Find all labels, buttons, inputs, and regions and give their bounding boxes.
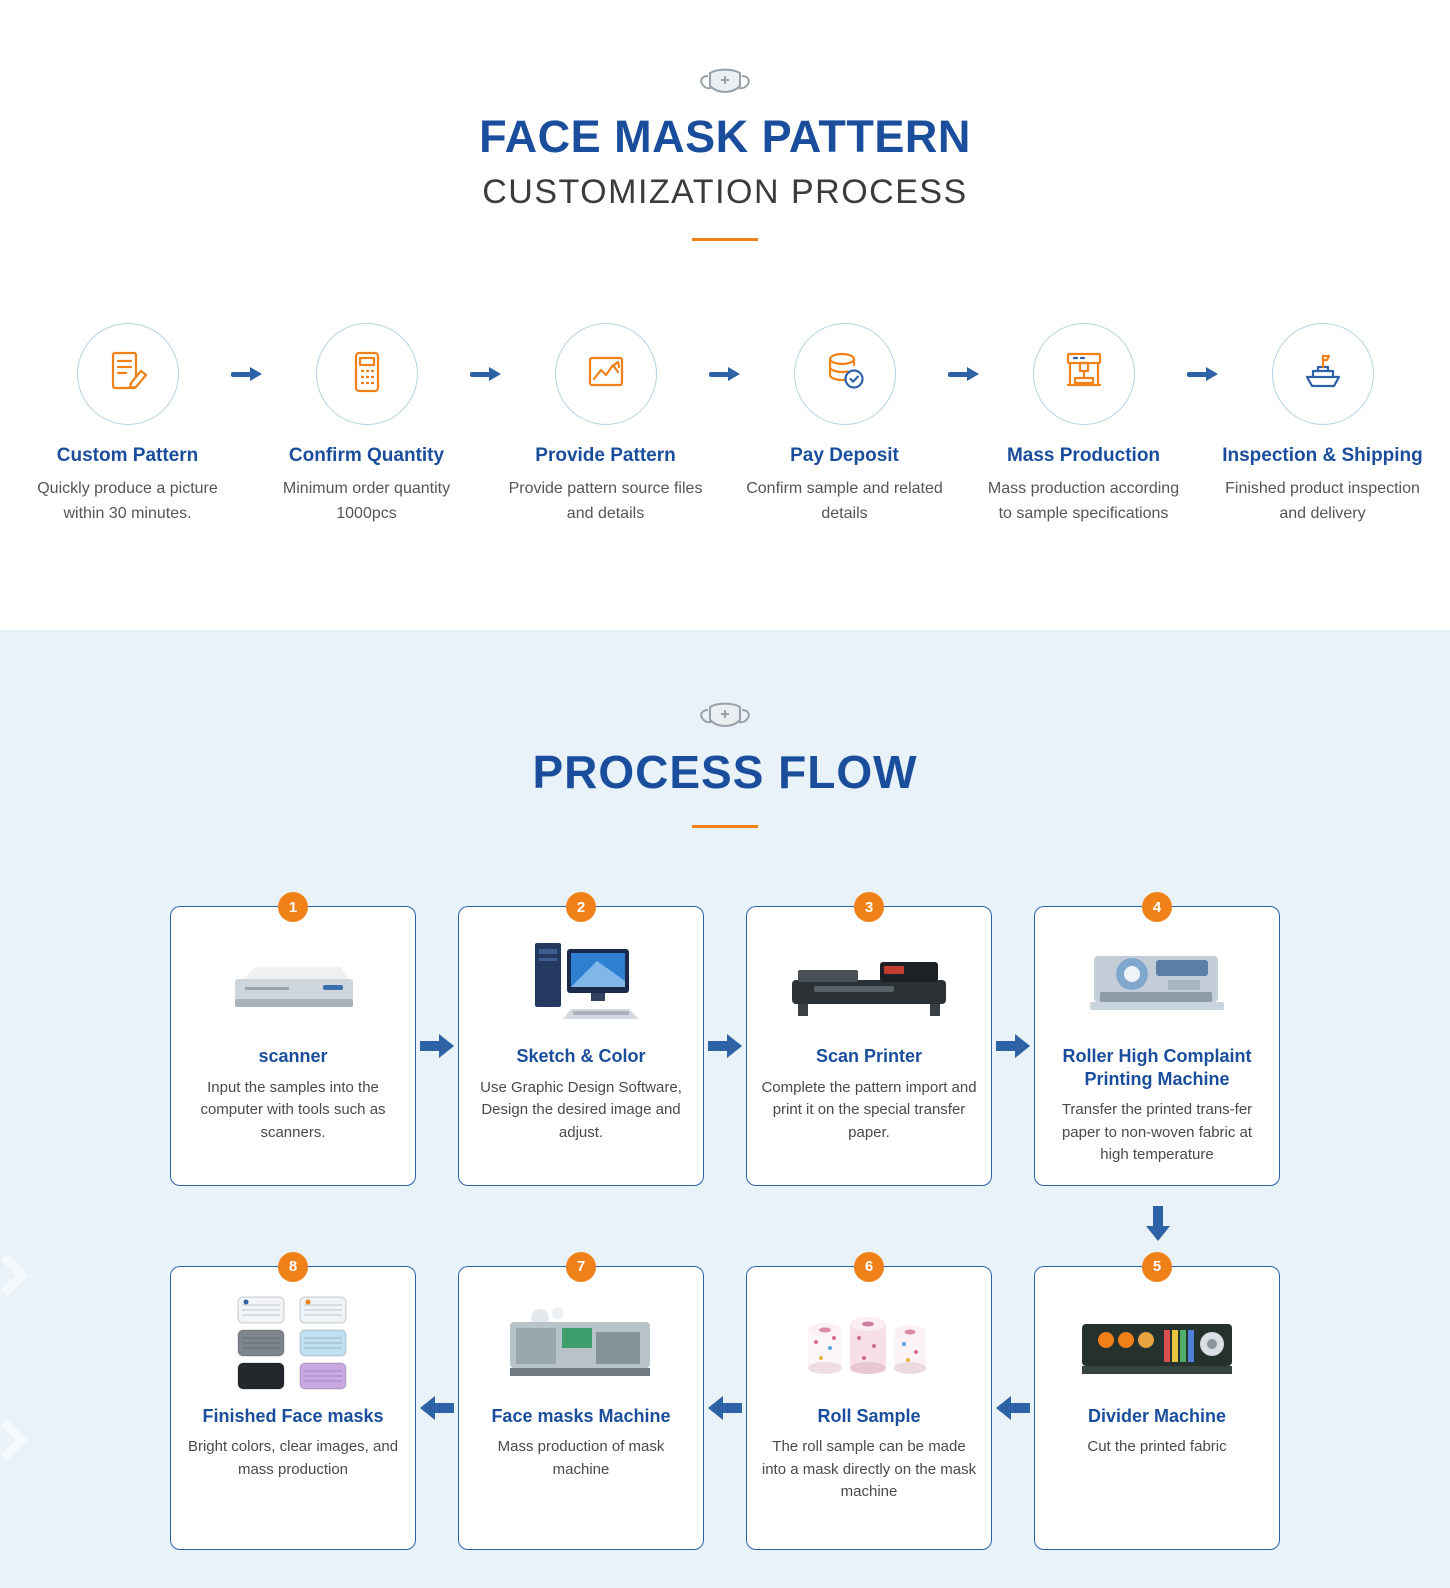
card-title: Sketch & Color xyxy=(516,1046,646,1066)
face-mask-logo-icon xyxy=(698,698,752,739)
arrow-right-icon xyxy=(231,367,263,381)
step-desc: Quickly produce a picture within 30 minu… xyxy=(37,480,218,522)
flow-row-2: 8 xyxy=(170,1251,1280,1550)
step-number-badge: 5 xyxy=(1142,1251,1172,1282)
step-circle xyxy=(76,323,179,425)
flow-card-scanner: 1 scanner Input the samples into the com… xyxy=(170,892,416,1186)
step-confirm-quantity: Confirm Quantity Minimum order quantity … xyxy=(264,323,469,527)
arrow-right-icon xyxy=(420,1033,454,1058)
step-desc: Confirm sample and related details xyxy=(746,480,943,522)
step-title: Custom Pattern xyxy=(56,445,199,466)
step-circle xyxy=(1271,323,1374,425)
card-title: Scan Printer xyxy=(815,1046,923,1066)
process-flow-section: PROCESS FLOW 1 scanner Input the samples… xyxy=(0,630,1450,1588)
process-flow-grid: 1 scanner Input the samples into the com… xyxy=(170,892,1280,1550)
step-desc: Mass production according to sample spec… xyxy=(987,480,1180,522)
step-title: Pay Deposit xyxy=(790,445,899,466)
flow-card-face-mask-machine: 7 Face masks Machine Mass production of … xyxy=(458,1251,704,1550)
page-title: FACE MASK PATTERN xyxy=(479,111,971,162)
step-circle xyxy=(793,323,896,425)
customization-process-section: FACE MASK PATTERN CUSTOMIZATION PROCESS … xyxy=(0,0,1450,630)
picture-icon xyxy=(582,348,630,401)
step-provide-pattern: Provide Pattern Provide pattern source f… xyxy=(503,323,708,527)
step-number-badge: 6 xyxy=(854,1251,884,1282)
step-custom-pattern: Custom Pattern Quickly produce a picture… xyxy=(25,323,230,527)
step-number-badge: 7 xyxy=(566,1251,596,1282)
calculator-icon xyxy=(343,348,391,401)
scan-printer-photo xyxy=(761,937,977,1033)
production-machine-icon xyxy=(1060,348,1108,401)
card-desc: The roll sample can be made into a mask … xyxy=(761,1438,977,1500)
step-pay-deposit: Pay Deposit Confirm sample and related d… xyxy=(742,323,947,527)
cargo-ship-icon xyxy=(1299,348,1347,401)
card-desc: Bright colors, clear images, and mass pr… xyxy=(187,1438,399,1478)
arrow-left-icon xyxy=(996,1396,1030,1420)
card-desc: Input the samples into the computer with… xyxy=(200,1078,386,1141)
step-title: Inspection & Shipping xyxy=(1222,445,1423,466)
card-desc: Use Graphic Design Software, Design the … xyxy=(480,1078,682,1141)
step-circle xyxy=(554,323,657,425)
title-divider xyxy=(692,238,758,241)
step-circle xyxy=(1032,323,1135,425)
card-desc: Transfer the printed trans-fer paper to … xyxy=(1061,1101,1253,1163)
card-desc: Mass production of mask machine xyxy=(497,1438,665,1478)
card-title: Roll Sample xyxy=(817,1405,921,1426)
step-title: Mass Production xyxy=(1006,445,1161,466)
flow-card-divider-machine: 5 Divider xyxy=(1034,1251,1280,1550)
card-desc: Cut the printed fabric xyxy=(1087,1438,1227,1455)
face-mask-logo-icon xyxy=(698,64,752,105)
card-desc: Complete the pattern import and print it… xyxy=(761,1078,977,1141)
coins-check-icon xyxy=(821,348,869,401)
step-title: Provide Pattern xyxy=(535,445,676,466)
row-connector xyxy=(170,1186,1280,1266)
arrow-right-icon xyxy=(996,1033,1030,1058)
arrow-down-icon xyxy=(1146,1205,1170,1242)
face-mask-machine-photo xyxy=(473,1297,689,1393)
decorative-chevron xyxy=(0,1418,29,1462)
arrow-right-icon xyxy=(948,367,980,381)
roll-sample-photo xyxy=(761,1297,977,1393)
steps-row: Custom Pattern Quickly produce a picture… xyxy=(0,323,1450,527)
document-pencil-icon xyxy=(104,348,152,401)
arrow-right-icon xyxy=(709,367,741,381)
flow-card-roller-printing: 4 Roller High Complaint Printing Machine… xyxy=(1034,892,1280,1186)
step-mass-production: Mass Production Mass production accordin… xyxy=(981,323,1186,527)
page-subtitle: CUSTOMIZATION PROCESS xyxy=(482,173,968,211)
step-number-badge: 4 xyxy=(1142,892,1172,922)
step-number-badge: 8 xyxy=(278,1251,308,1282)
flow-card-sketch-color: 2 Sketch & Color Use Graphi xyxy=(458,892,704,1186)
scanner-photo xyxy=(185,937,401,1033)
step-desc: Finished product inspection and delivery xyxy=(1225,480,1420,522)
flow-card-roll-sample: 6 xyxy=(746,1251,992,1550)
step-inspection-shipping: Inspection & Shipping Finished product i… xyxy=(1220,323,1425,527)
title-divider xyxy=(692,825,758,828)
card-title: Face masks Machine xyxy=(491,1405,671,1426)
flow-row-1: 1 scanner Input the samples into the com… xyxy=(170,892,1280,1186)
process-flow-title: PROCESS FLOW xyxy=(532,746,918,798)
arrow-right-icon xyxy=(708,1033,742,1058)
roller-printing-machine-photo xyxy=(1049,937,1265,1033)
card-title: Finished Face masks xyxy=(202,1405,384,1426)
step-desc: Minimum order quantity 1000pcs xyxy=(282,480,451,522)
decorative-chevron xyxy=(0,1253,29,1297)
step-number-badge: 3 xyxy=(854,892,884,922)
card-title: Roller High Complaint Printing Machine xyxy=(1062,1046,1252,1089)
step-circle xyxy=(315,323,418,425)
arrow-left-icon xyxy=(420,1396,454,1420)
computer-photo xyxy=(473,937,689,1033)
divider-machine-photo xyxy=(1049,1297,1265,1393)
step-number-badge: 1 xyxy=(278,892,308,922)
finished-masks-photo xyxy=(185,1295,401,1393)
flow-card-scan-printer: 3 Scan Printer Complete the pattern impo… xyxy=(746,892,992,1186)
arrow-left-icon xyxy=(708,1396,742,1420)
arrow-right-icon xyxy=(1187,367,1219,381)
step-title: Confirm Quantity xyxy=(288,445,445,466)
card-title: scanner xyxy=(258,1046,328,1066)
step-number-badge: 2 xyxy=(566,892,596,922)
flow-card-finished-masks: 8 xyxy=(170,1251,416,1550)
arrow-right-icon xyxy=(470,367,502,381)
card-title: Divider Machine xyxy=(1087,1405,1227,1426)
step-desc: Provide pattern source files and details xyxy=(508,480,703,522)
